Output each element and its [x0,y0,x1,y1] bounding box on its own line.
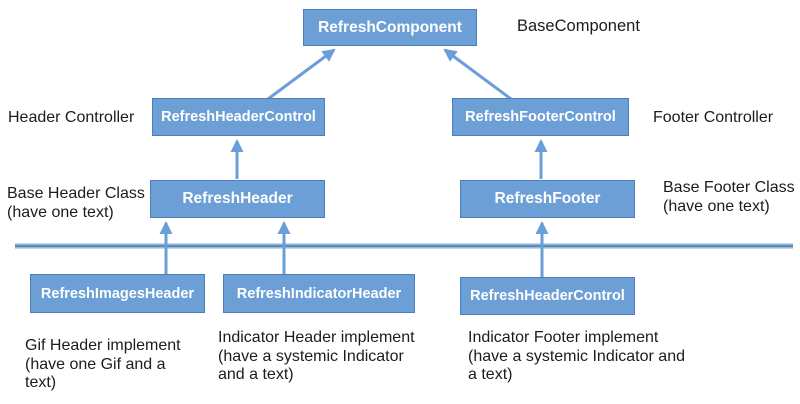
label-indicator-header-implement-line2: (have a systemic Indicator [218,347,404,365]
label-base-header-class-line2: (have one text) [7,204,114,221]
label-base-header-class-line1: Base Header Class [7,185,145,202]
label-indicator-header-implement: Indicator Header implement (have a syste… [218,329,415,385]
arrow-headercontrol-to-component [267,48,336,101]
node-refresh-images-header: RefreshImagesHeader [30,274,205,313]
label-indicator-header-implement-line3: and a text) [218,366,294,383]
label-gif-header-implement-line1: Gif Header implement [25,337,181,354]
node-refresh-header-control-impl: RefreshHeaderControl [460,277,635,315]
node-refresh-header-control: RefreshHeaderControl [152,98,325,136]
node-refresh-footer: RefreshFooter [460,180,635,218]
label-base-footer-class-line1: Base Footer Class [663,179,795,196]
label-indicator-footer-implement: Indicator Footer implement (have a syste… [468,329,685,385]
label-indicator-footer-implement-line1: Indicator Footer implement [468,329,659,346]
label-header-controller: Header Controller [8,109,135,126]
label-indicator-footer-implement-line2: (have a systemic Indicator and [468,347,685,365]
label-gif-header-implement: Gif Header implement (have one Gif and a… [25,337,181,393]
node-refresh-footer-control: RefreshFooterControl [452,98,629,136]
arrow-footercontrol-to-component [443,48,512,101]
node-refresh-header: RefreshHeader [150,180,325,218]
label-base-component: BaseComponent [517,17,640,35]
label-indicator-header-implement-line1: Indicator Header implement [218,329,415,346]
label-indicator-footer-implement-line3: a text) [468,366,513,383]
label-gif-header-implement-line2: (have one Gif and a [25,355,166,373]
label-base-header-class: Base Header Class (have one text) [7,184,145,222]
label-base-footer-class-line2: (have one text) [663,198,770,215]
label-footer-controller: Footer Controller [653,109,774,126]
node-refresh-indicator-header: RefreshIndicatorHeader [223,274,415,313]
label-gif-header-implement-line3: text) [25,374,57,391]
label-base-footer-class: Base Footer Class (have one text) [663,178,795,216]
node-refresh-component: RefreshComponent [303,9,477,46]
